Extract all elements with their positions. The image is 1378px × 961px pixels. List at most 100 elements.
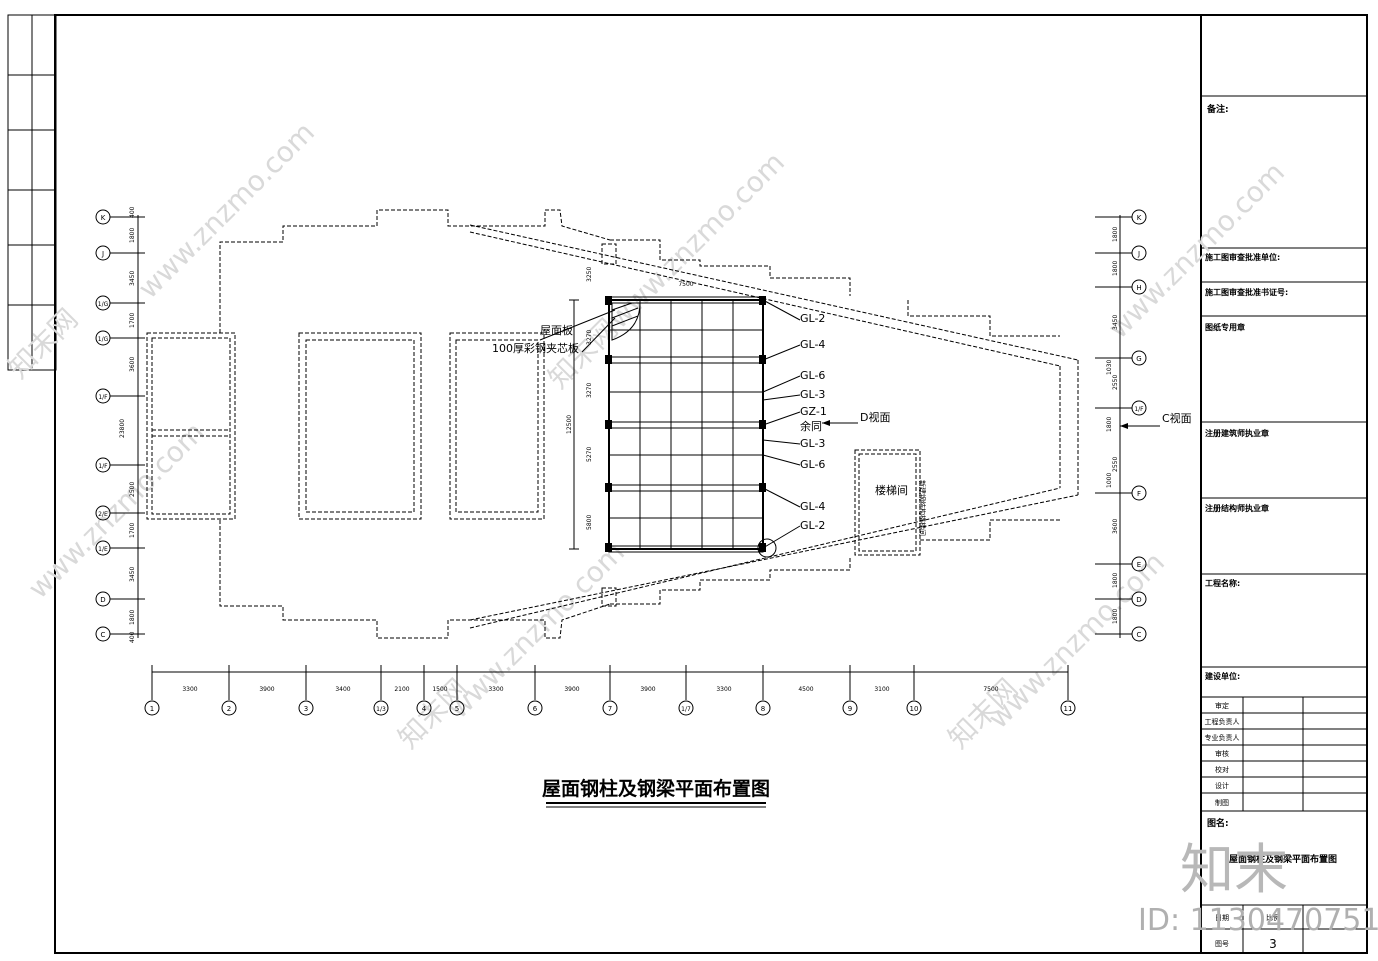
review-unit-label: 施工图审查批准单位: (1205, 252, 1280, 262)
row-axis-marker: E (1095, 556, 1147, 572)
svg-text:5: 5 (455, 705, 459, 713)
svg-text:K: K (1137, 214, 1142, 222)
sign-row-label: 设计 (1215, 781, 1229, 790)
svg-text:1/G: 1/G (98, 336, 109, 343)
binding-strip (7, 14, 57, 371)
roof-panel-callout: 屋面板 100厚彩钢夹芯板 (492, 309, 616, 355)
col-axis-marker: 7 (602, 665, 618, 716)
title-block: 备注: 施工图审查批准单位: 施工图审查批准书证号: 图纸专用章 注册建筑师执业… (1200, 15, 1367, 953)
row-axis-marker: K (1095, 209, 1147, 225)
col-dim: 4500 (798, 686, 813, 693)
svg-text:2: 2 (227, 705, 231, 713)
col-dim: 3900 (259, 686, 274, 693)
svg-text:1/F: 1/F (98, 463, 108, 470)
beam-tag: GL-3 (800, 388, 825, 401)
steel-beam-grid (569, 296, 777, 558)
svg-text:9: 9 (848, 705, 852, 713)
col-axis-marker: 4 (416, 665, 432, 716)
row-dim: 3450 (129, 271, 136, 286)
svg-text:6: 6 (533, 705, 538, 713)
row-dim: 1800 (1112, 609, 1119, 624)
sign-rows: 审定 工程负责人 专业负责人 审核 校对 设计 制图 (1205, 701, 1240, 807)
svg-text:C: C (1137, 631, 1142, 639)
view-markers: D视面 C视面 (822, 410, 1192, 429)
beam-tag: GL-6 (800, 369, 825, 382)
row-dim: 2500 (129, 482, 136, 497)
watermarks: www.znzmo.com www.znzmo.com www.znzmo.co… (2, 116, 1378, 938)
col-axis-marker: 2 (221, 665, 237, 716)
grid-dims: 3270 3270 5270 3250 5800 12500 7500 (566, 267, 694, 530)
project-name-label: 工程名称: (1205, 578, 1240, 588)
svg-text:1: 1 (150, 705, 154, 713)
col-dim: 7500 (983, 686, 998, 693)
notes-label: 备注: (1206, 103, 1229, 115)
svg-text:3: 3 (304, 705, 308, 713)
stair-room-note: 新建钢结构楼梯间 (918, 480, 927, 536)
col-axis-marker: 1 (144, 665, 160, 716)
grid-dim: 3270 (586, 330, 593, 345)
structural-seal-label: 注册结构师执业章 (1205, 503, 1269, 513)
left-row-axes: K J 1/G 1/G 1/F 1/F 2/E 1/E D C 400 1800… (95, 206, 145, 643)
watermark-logo: 知末 (1180, 838, 1288, 901)
row-dim: 3450 (129, 567, 136, 582)
row-axis-marker: D (95, 591, 145, 607)
watermark-text: www.znzmo.com (132, 116, 321, 305)
sign-row-label: 审核 (1215, 749, 1229, 758)
drawing-name-label: 图名: (1207, 817, 1229, 829)
row-axis-marker: F (1095, 485, 1147, 501)
column-axes: 1 2 3 1/3 4 5 6 7 1/7 8 9 10 11 3300 390… (144, 665, 1076, 716)
svg-text:F: F (1137, 490, 1141, 498)
col-axis-marker: 10 (906, 665, 922, 716)
col-dim: 2100 (394, 686, 409, 693)
svg-text:1/F: 1/F (1134, 406, 1144, 413)
col-dim: 3900 (640, 686, 655, 693)
beam-tag: GL-6 (800, 458, 825, 471)
row-axis-marker: D (1095, 591, 1147, 607)
client-label: 建设单位: (1204, 671, 1240, 681)
row-dim: 1700 (129, 313, 136, 328)
grid-top-dim: 7500 (678, 281, 693, 288)
row-axis-marker: 1/G (95, 330, 145, 346)
architect-seal-label: 注册建筑师执业章 (1205, 428, 1269, 438)
row-axis-marker: G (1095, 350, 1147, 366)
col-dim: 3300 (488, 686, 503, 693)
grid-dim: 5270 (586, 447, 593, 462)
row-axis-marker: C (1095, 626, 1147, 642)
c-view-label: C视面 (1162, 411, 1192, 425)
row-dim-total: 23800 (119, 419, 126, 438)
drawing-name-value: 屋面钢柱及钢梁平面布置图 (1229, 853, 1337, 865)
row-dim: 3600 (129, 357, 136, 372)
row-dim: 1800 (129, 610, 136, 625)
beam-tag: GL-2 (800, 519, 825, 532)
col-axis-marker: 9 (842, 665, 858, 716)
grid-dim: 3270 (586, 383, 593, 398)
svg-text:E: E (1137, 561, 1141, 569)
row-dim: 400 (129, 206, 136, 218)
sign-row-label: 专业负责人 (1205, 733, 1240, 742)
sign-row-label: 审定 (1215, 701, 1229, 710)
row-axis-marker: H (1095, 279, 1147, 295)
row-axis-marker: 1/G (95, 295, 145, 311)
sandwich-panel-label: 100厚彩钢夹芯板 (492, 341, 579, 355)
remaining-label: 余同 (800, 419, 822, 433)
row-dim: 1800 (1106, 417, 1113, 432)
row-dim: 400 (129, 631, 136, 643)
beam-tags: GL-2 GL-4 GL-6 GL-3 GZ-1 余同 GL-3 GL-6 GL… (762, 299, 827, 549)
row-axis-marker: C (95, 626, 145, 642)
row-axis-marker: J (1095, 245, 1147, 261)
row-dim: 2550 (1112, 375, 1119, 390)
grid-dim: 5800 (586, 515, 593, 530)
sheet-border (54, 14, 1368, 954)
col-axis-marker: 3 (298, 665, 314, 716)
sign-row-label: 工程负责人 (1205, 717, 1240, 726)
beam-tag: GL-4 (800, 338, 825, 351)
row-dim: 1800 (1112, 227, 1119, 242)
svg-text:G: G (1136, 355, 1141, 363)
svg-text:J: J (101, 250, 104, 258)
beam-tag: GL-3 (800, 437, 825, 450)
row-dim: 3600 (1112, 519, 1119, 534)
svg-text:11: 11 (1064, 705, 1073, 713)
svg-text:2/E: 2/E (98, 511, 108, 518)
svg-text:1/G: 1/G (98, 301, 109, 308)
